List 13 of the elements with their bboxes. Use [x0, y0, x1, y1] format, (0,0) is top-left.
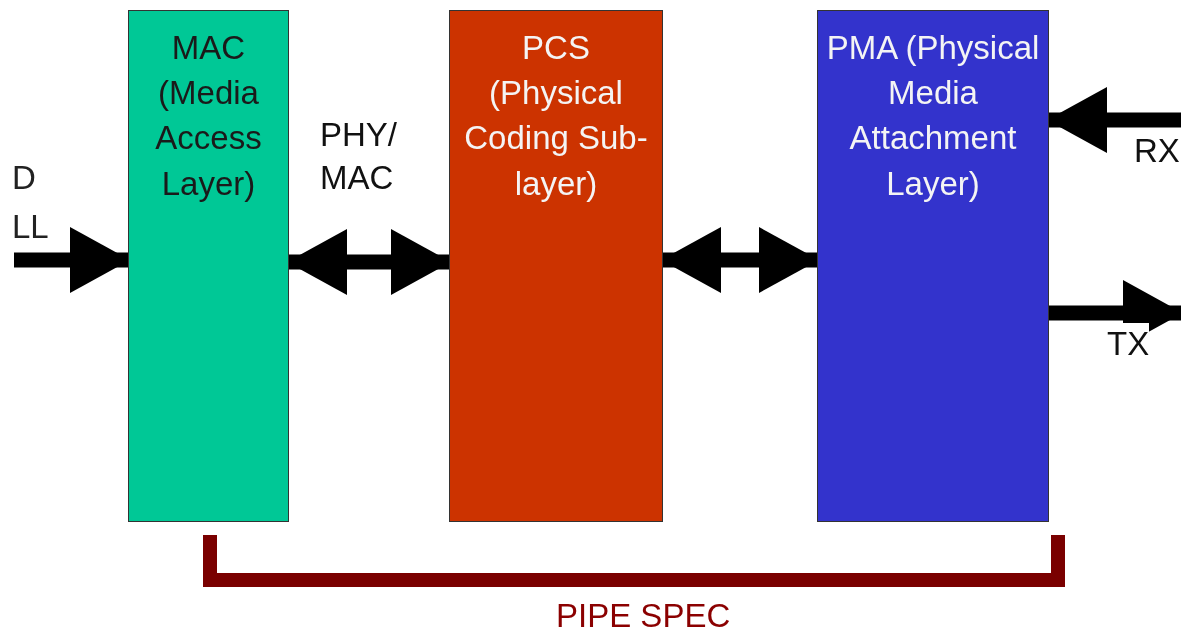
- block-arrow: [287, 229, 451, 295]
- layer-block: [449, 10, 663, 522]
- block-arrow: [661, 227, 819, 293]
- block-arrow: [14, 227, 130, 293]
- layer-name: PMA (Physical Media Attachment Layer): [826, 28, 1040, 204]
- text-label: PIPE SPEC: [556, 596, 731, 634]
- layer-name: PCS (Physical Coding Sub-layer): [463, 28, 649, 204]
- layer-name: MAC (Media Access Layer): [154, 28, 263, 204]
- text-label: LL: [12, 207, 49, 247]
- layer-block: [817, 10, 1049, 522]
- text-label: D: [12, 158, 36, 198]
- layer-block: [128, 10, 289, 522]
- block-arrow: [1047, 87, 1181, 153]
